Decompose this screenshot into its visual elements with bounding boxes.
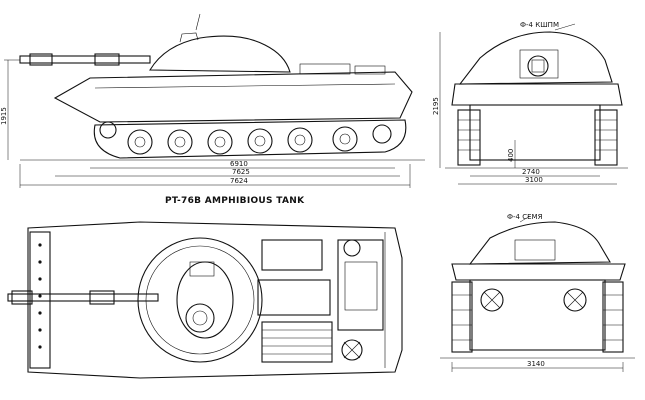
top-track-pads	[38, 243, 42, 349]
rear-callout-label: Ф-4 СЕМЯ	[507, 213, 543, 221]
engine-deck-grilles	[257, 239, 333, 363]
side-height-label: 1915	[0, 107, 8, 125]
front-overall-width-label: 3100	[525, 176, 543, 184]
front-track-links	[458, 119, 617, 151]
side-overall-length-label: 7624	[230, 177, 248, 185]
top-view	[7, 221, 403, 379]
front-clearance-label: 400	[507, 149, 515, 162]
rear-track-links	[452, 294, 623, 341]
rear-width-label: 3140	[527, 360, 545, 368]
side-hull-length-label: 6910	[230, 160, 248, 168]
front-callout-label: Ф-4 КШПМ	[520, 21, 559, 29]
drawing-caption: PT-76B AMPHIBIOUS TANK	[165, 196, 305, 206]
front-height-label: 2195	[432, 97, 440, 115]
side-view: 1915 6910 7625 7624	[0, 13, 425, 188]
side-road-wheels	[99, 121, 392, 155]
front-view: Ф-4 КШПМ 2195 400 2740 3100	[432, 21, 628, 185]
front-track-width-label: 2740	[522, 168, 540, 176]
rear-view: Ф-4 СЕМЯ 3140	[440, 213, 635, 372]
side-length-with-gun-label: 7625	[232, 168, 250, 176]
